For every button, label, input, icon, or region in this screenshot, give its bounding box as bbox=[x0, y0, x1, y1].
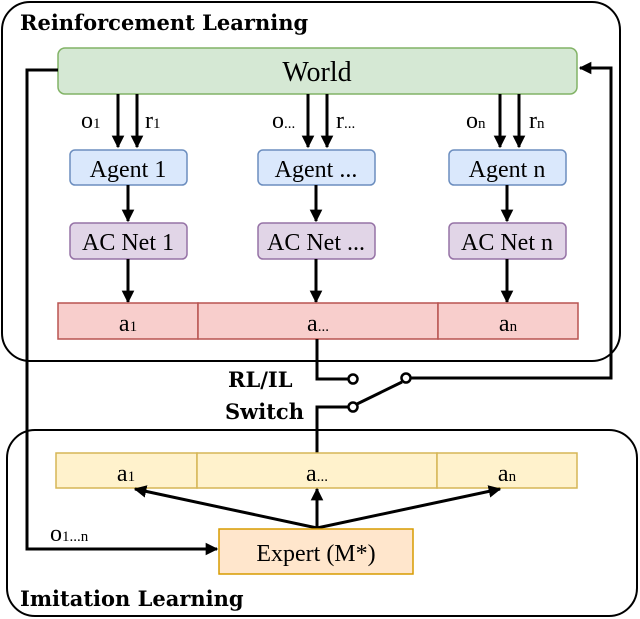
expert-label: Expert (M*) bbox=[256, 541, 375, 567]
il-action-cell-3 bbox=[436, 452, 578, 489]
reward-label-2: r... bbox=[336, 108, 355, 134]
acnet-label-3: AC Net n bbox=[461, 230, 553, 256]
switch-terminal-rl bbox=[347, 373, 359, 385]
reward-label-3: rn bbox=[529, 108, 545, 134]
agent-label-3: Agent n bbox=[469, 157, 546, 183]
rl-action-cell-3 bbox=[437, 302, 579, 340]
reward-label-1: r1 bbox=[145, 108, 161, 134]
il-action-label-3: an bbox=[498, 461, 517, 487]
switch-terminal-feedback bbox=[400, 372, 412, 384]
rl-group-title: Reinforcement Learning bbox=[20, 10, 308, 35]
il-action-label-1: a1 bbox=[117, 461, 135, 487]
agent-label-2: Agent ... bbox=[275, 157, 358, 183]
switch-label-2: Switch bbox=[225, 399, 304, 424]
il-action-cell-2 bbox=[196, 452, 438, 489]
rl-action-label-3: an bbox=[499, 311, 518, 337]
switch-terminal-il bbox=[347, 401, 359, 413]
expert-action-arrow-3 bbox=[316, 485, 502, 530]
world-label: World bbox=[282, 57, 351, 88]
imitation-learning-group bbox=[6, 429, 638, 617]
rl-action-cell-1 bbox=[57, 302, 199, 340]
world-feedback-arrow bbox=[411, 61, 613, 380]
rl-action-label-1: a1 bbox=[119, 311, 137, 337]
il-output-line bbox=[315, 405, 349, 453]
rl-action-label-2: a... bbox=[307, 311, 329, 337]
rl-action-cell-2 bbox=[197, 302, 439, 340]
expert-action-arrow-1 bbox=[133, 485, 318, 530]
switch-blade bbox=[356, 380, 403, 406]
expert-observation-arrow bbox=[25, 68, 219, 556]
expert-box bbox=[218, 528, 414, 575]
obs-label-1: o1 bbox=[81, 108, 101, 134]
il-group-title: Imitation Learning bbox=[20, 586, 244, 611]
switch-label-1: RL/IL bbox=[228, 367, 293, 392]
expert-observation-label: o1...n bbox=[50, 521, 89, 547]
obs-label-3: on bbox=[466, 108, 486, 134]
acnet-label-1: AC Net 1 bbox=[82, 230, 174, 256]
obs-label-2: o... bbox=[272, 108, 295, 134]
acnet-label-2: AC Net ... bbox=[267, 230, 365, 256]
rl-output-line bbox=[315, 339, 349, 381]
agent-label-1: Agent 1 bbox=[90, 157, 167, 183]
reinforcement-learning-group bbox=[1, 1, 621, 362]
il-action-label-2: a... bbox=[306, 461, 328, 487]
